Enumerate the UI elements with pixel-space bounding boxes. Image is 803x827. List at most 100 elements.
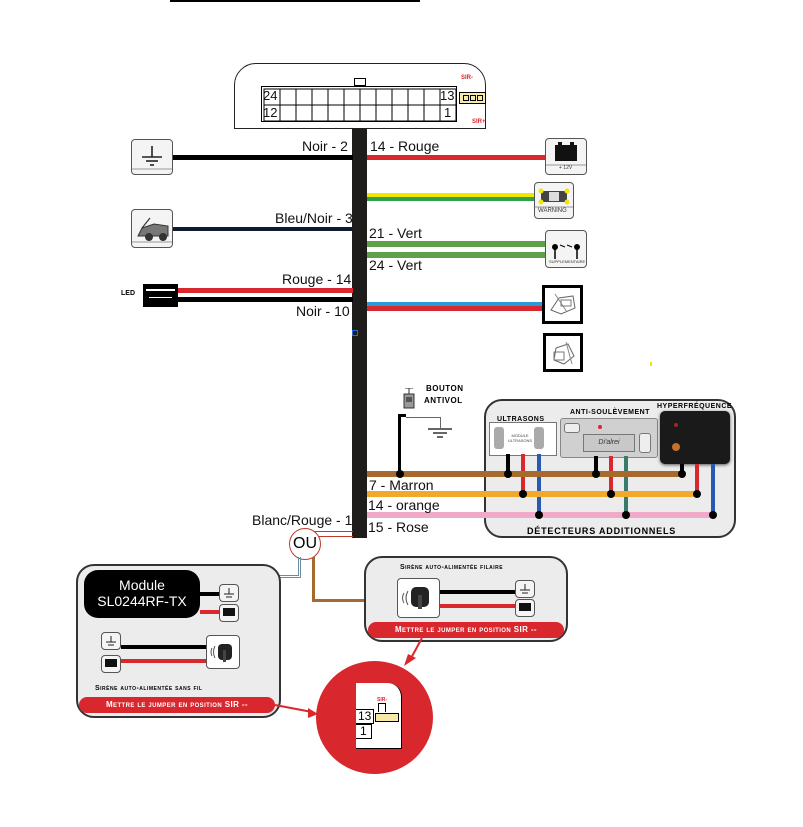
anti-soul-black-wire xyxy=(594,456,598,474)
detail-pin-13: 13 xyxy=(356,709,375,724)
label-blanc-rouge-1: Blanc/Rouge - 1 xyxy=(252,512,353,528)
wire-red-actuator xyxy=(367,306,542,311)
connector-pin-grid xyxy=(261,86,457,122)
module-battery-icon xyxy=(219,604,239,622)
jumper-sir-minus-label: SIR- xyxy=(461,75,473,81)
junction-dot xyxy=(535,511,543,519)
actuator-icon-box xyxy=(542,285,583,324)
pin-1-label: 1 xyxy=(444,105,452,120)
label-24-vert: 24 - Vert xyxy=(369,257,422,273)
label-noir-2: Noir - 2 xyxy=(302,138,348,154)
junction-dot xyxy=(622,511,630,519)
wire-vert-24 xyxy=(367,252,545,258)
wired-battery-icon xyxy=(515,599,535,617)
ou-circle: OU xyxy=(289,528,321,560)
hyperfrequence-module xyxy=(660,411,730,464)
label-bleu-noir-3: Bleu/Noir - 3 xyxy=(275,210,353,226)
junction-dot xyxy=(607,490,615,498)
led-icon xyxy=(143,284,178,307)
anti-soulevement-label: ANTI-SOULÈVEMENT xyxy=(570,409,650,416)
junction-dot xyxy=(396,470,404,478)
wire-blue-actuator xyxy=(367,302,542,306)
car-hood-icon xyxy=(132,217,172,243)
ultrasons-blue-wire xyxy=(537,454,541,514)
warning-lights-icon xyxy=(535,188,573,208)
detail-jumper-label: SIR- xyxy=(377,697,387,703)
ultrasons-black-wire xyxy=(506,454,510,474)
bouton-label-1: BOUTON xyxy=(426,384,464,393)
wire-green-warning xyxy=(367,197,535,201)
wireless-siren-icon xyxy=(206,635,240,669)
hyper-black-wire xyxy=(680,464,684,474)
label-15-rose: 15 - Rose xyxy=(368,519,429,535)
wired-jumper-note: Mettre le jumper en position SIR -- xyxy=(368,622,564,638)
module-name-line1: Module xyxy=(119,577,165,593)
label-noir-10: Noir - 10 xyxy=(296,303,350,319)
door-lock-icon xyxy=(553,341,575,365)
wire-marron-7 xyxy=(367,471,685,477)
battery-icon xyxy=(546,142,586,166)
detail-jumper-block xyxy=(375,713,399,722)
module-sl0244rf-tx: Module SL0244RF-TX xyxy=(84,570,200,618)
hyper-blue-wire xyxy=(711,464,715,514)
wire-to-wired-siren xyxy=(312,557,399,602)
ultrasons-label: ULTRASONS xyxy=(497,416,545,423)
wired-siren-ground-wire xyxy=(440,590,516,594)
bouton-antivol-icon xyxy=(402,388,416,414)
bouton-ground-icon xyxy=(427,427,453,439)
label-14-rouge: 14 - Rouge xyxy=(370,138,440,154)
label-14-orange: 14 - orange xyxy=(368,497,440,513)
bouton-wire-horizontal xyxy=(398,414,406,417)
battery-caption: + 12V xyxy=(559,165,573,171)
hyper-red-wire xyxy=(695,464,699,494)
ultrasons-module-text: MODULE ULTRASONS xyxy=(507,433,533,443)
wire-rouge-14-battery xyxy=(367,155,545,160)
arrow-from-wireless-note xyxy=(274,704,313,713)
module-ground-icon xyxy=(219,584,239,602)
actuator-icon xyxy=(550,293,576,315)
anti-soul-green-wire xyxy=(624,456,628,514)
bouton-label-2: ANTIVOL xyxy=(424,396,463,405)
wire-blanc-rouge-1 xyxy=(312,531,353,537)
hyperfrequence-label: HYPERFRÉQUENCE xyxy=(657,403,733,410)
stray-mark xyxy=(650,362,652,366)
siren-ground-icon xyxy=(101,632,121,650)
battery-icon-box: + 12V xyxy=(545,138,587,175)
title-underline xyxy=(170,0,420,2)
car-hood-icon-box xyxy=(131,209,173,248)
arrow-head-wired xyxy=(404,654,416,666)
wire-noir-2 xyxy=(173,155,353,160)
wireless-siren-title: Sirène auto-alimentée sans fil xyxy=(95,685,203,692)
wireless-siren-ground-wire xyxy=(121,645,207,649)
label-21-vert: 21 - Vert xyxy=(369,225,422,241)
detecteurs-title: DÉTECTEURS ADDITIONNELS xyxy=(527,526,677,536)
wired-ground-icon xyxy=(515,580,535,598)
wireless-siren-power-wire xyxy=(121,659,207,663)
wire-rouge-14-led xyxy=(178,288,353,293)
wire-harness-trunk xyxy=(352,128,367,538)
junction-dot xyxy=(709,511,717,519)
module-ground-wire xyxy=(200,592,220,596)
wired-siren-power-wire xyxy=(440,604,516,608)
wireless-jumper-note: Mettre le jumper en position SIR -- xyxy=(79,697,275,713)
wire-noir-10-led xyxy=(178,297,353,302)
junction-dot xyxy=(504,470,512,478)
pin-12-label: 12 xyxy=(263,105,278,120)
door-switch-icon-box: SUPPLEMENTAIRE xyxy=(545,230,587,268)
module-name-line2: SL0244RF-TX xyxy=(97,593,187,609)
ultrasons-module: MODULE ULTRASONS xyxy=(489,422,557,456)
door-lock-icon-box xyxy=(543,333,583,372)
bouton-wire xyxy=(398,414,401,474)
junction-dot xyxy=(592,470,600,478)
bouton-ground-wire xyxy=(406,417,441,428)
junction-dot xyxy=(519,490,527,498)
door-switch-icon xyxy=(552,244,580,259)
ground-icon-box xyxy=(131,139,173,175)
detail-pin-1: 1 xyxy=(356,724,372,739)
pin-24-label: 24 xyxy=(263,88,278,103)
ground-icon xyxy=(132,146,172,170)
arrows xyxy=(274,637,423,718)
wire-yellow-warning xyxy=(367,193,535,197)
warning-caption: WARNING xyxy=(538,208,567,214)
jumper-sir-plus-label: SIR+ xyxy=(472,119,486,125)
